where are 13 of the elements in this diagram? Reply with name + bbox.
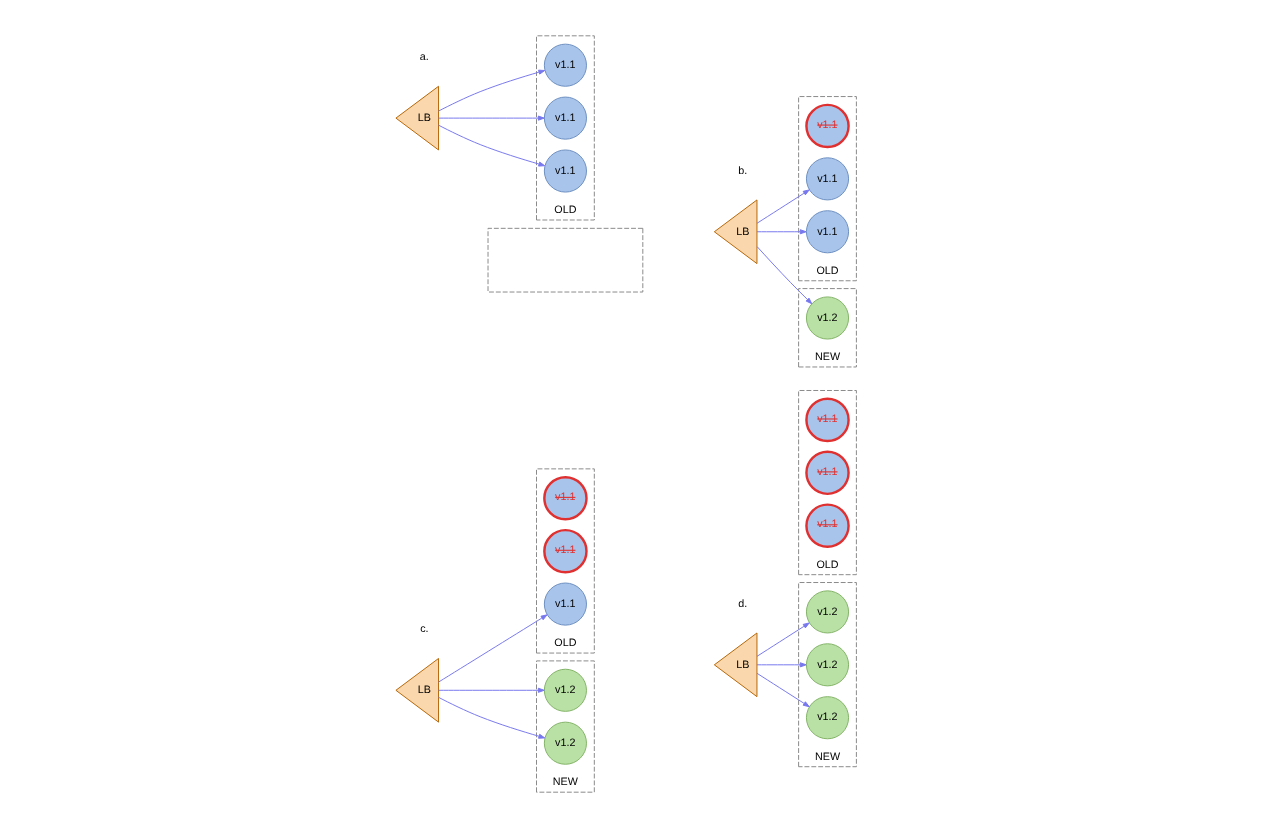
arrow	[438, 115, 545, 121]
arrow	[756, 662, 807, 668]
arrow	[756, 246, 813, 305]
arrow	[438, 687, 545, 693]
arrow	[438, 696, 546, 739]
arrow	[756, 622, 810, 657]
arrow	[438, 124, 546, 167]
arrow	[438, 69, 546, 112]
arrow	[756, 672, 810, 708]
arrow	[756, 189, 810, 224]
arrow	[756, 229, 807, 235]
arrow	[438, 614, 548, 683]
node-box	[487, 227, 644, 293]
